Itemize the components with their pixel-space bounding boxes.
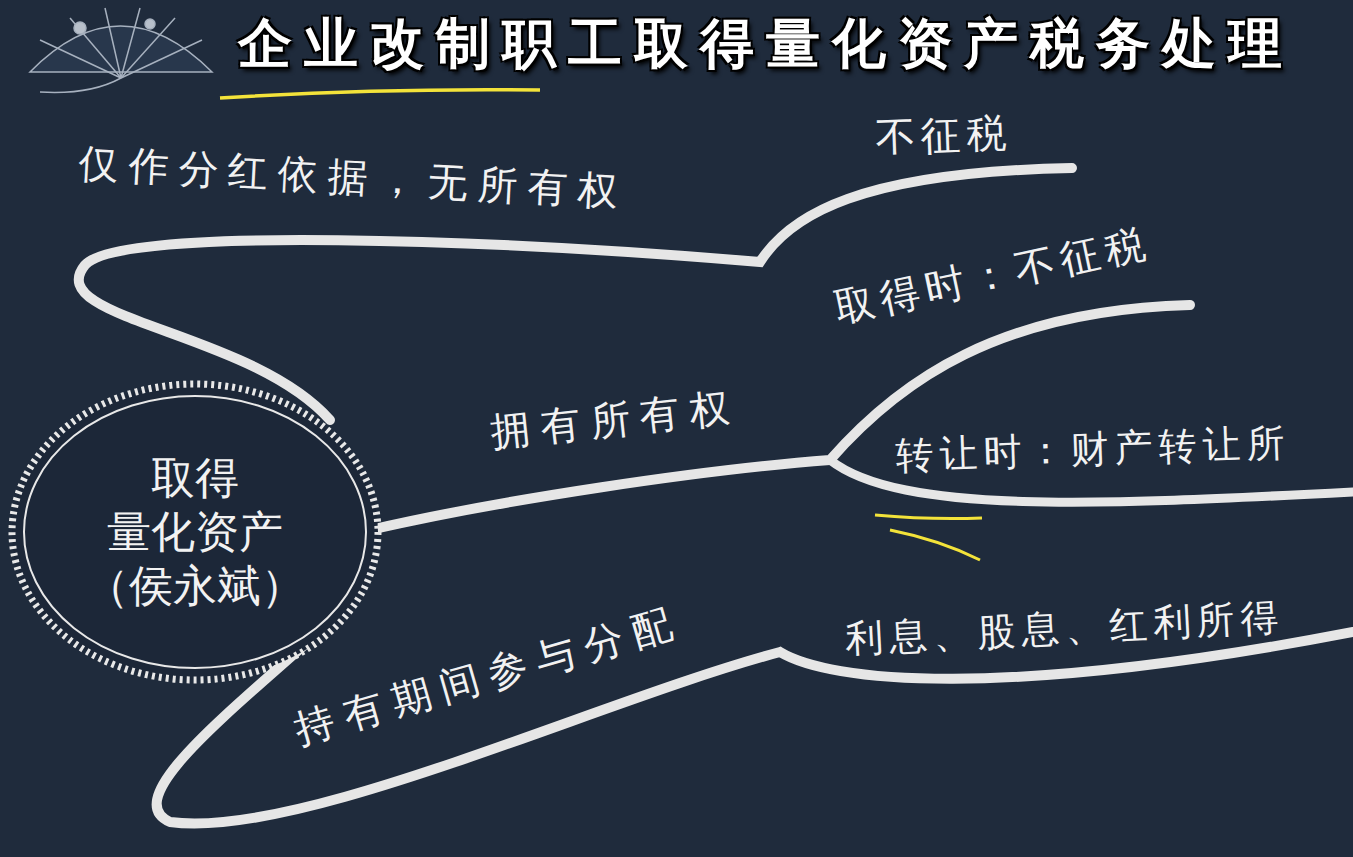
branch-note: 不征税: [874, 106, 1014, 166]
fan-ornament: [30, 8, 212, 92]
branch-label: 仅作分红依据，无所有权: [77, 136, 629, 220]
branch-note: 取得时：不征税: [830, 215, 1156, 336]
branch-label: 拥有所有权: [488, 379, 742, 460]
title-underline: [220, 90, 540, 98]
topic-text: 取得 量化资产 （侯永斌）: [76, 451, 314, 612]
topic-circle: 取得 量化资产 （侯永斌）: [8, 380, 382, 684]
branch-note: 转让时：财产转让所: [894, 417, 1292, 482]
title: 企业改制职工取得量化资产税务处理: [238, 8, 1294, 81]
highlight-underline: [875, 515, 982, 560]
